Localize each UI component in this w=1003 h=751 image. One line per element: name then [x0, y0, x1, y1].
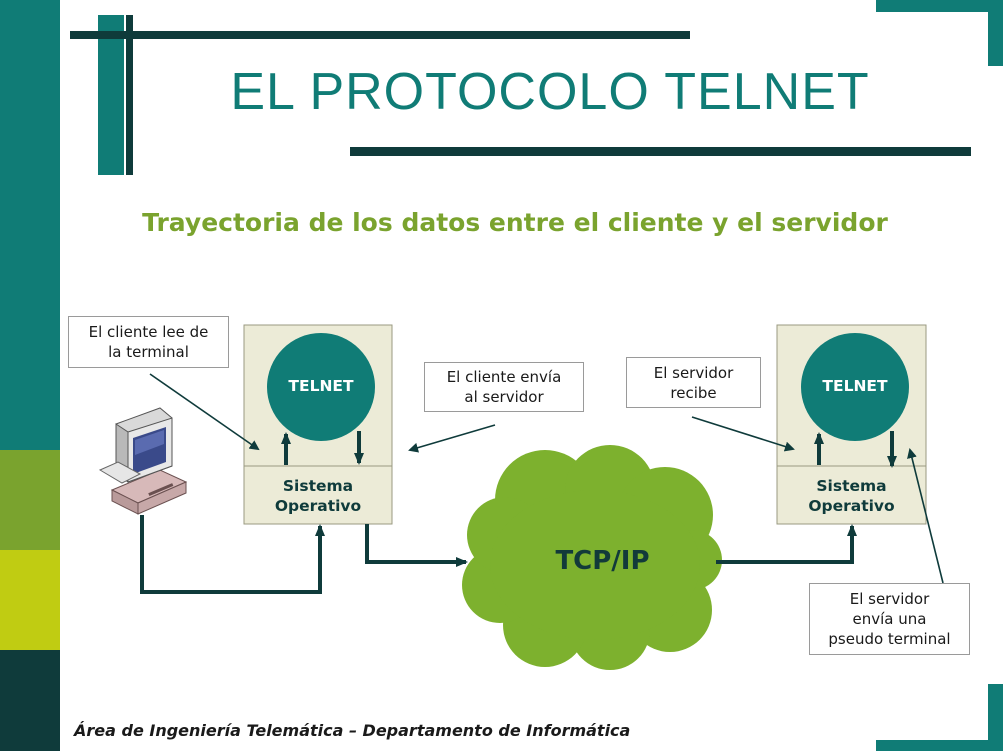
slide-title: EL PROTOCOLO TELNET	[230, 63, 870, 121]
callout-client-sends: El cliente envía al servidor	[424, 362, 584, 412]
server-telnet-circle	[801, 333, 909, 441]
callout-client-reads: El cliente lee de la terminal	[68, 316, 229, 368]
client-telnet-label: TELNET	[288, 377, 354, 395]
deco-top-line	[70, 31, 690, 39]
pointer-server-sends	[907, 448, 944, 584]
pointer-client-reads	[149, 373, 260, 451]
server-telnet-label: TELNET	[822, 377, 888, 395]
left-strip-teal	[0, 0, 60, 450]
deco-bottom-right-teal-v	[988, 684, 1003, 751]
deco-teal-block	[98, 15, 124, 175]
desktop-computer-icon	[98, 407, 188, 515]
client-telnet-circle	[267, 333, 375, 441]
deco-title-underline	[350, 147, 971, 156]
tcpip-cloud	[462, 445, 722, 670]
server-host	[776, 324, 927, 525]
left-strip-green	[0, 450, 60, 550]
deco-top-right-teal-v	[988, 0, 1003, 66]
deco-top-right-teal	[876, 0, 1003, 12]
slide-footer: Área de Ingeniería Telemática – Departam…	[74, 721, 631, 740]
tcpip-label: TCP/IP	[555, 546, 650, 576]
network-to-server-os-path	[716, 524, 857, 564]
client-os-to-network-path	[365, 524, 468, 567]
terminal-to-client-os-path	[140, 515, 325, 594]
client-host	[243, 324, 393, 525]
callout-server-receives: El servidor recibe	[626, 357, 761, 408]
slide-subtitle: Trayectoria de los datos entre el client…	[142, 208, 888, 237]
left-strip-dark	[0, 650, 60, 751]
callout-server-sends: El servidor envía una pseudo terminal	[809, 583, 970, 655]
pointer-client-sends	[408, 424, 496, 453]
server-os-label: Sistema Operativo	[808, 477, 895, 515]
client-os-label: Sistema Operativo	[274, 477, 362, 515]
pointer-server-receives	[691, 416, 795, 452]
left-strip-yellow	[0, 550, 60, 650]
deco-bottom-right-teal	[876, 740, 1003, 751]
deco-dark-bar	[126, 15, 133, 175]
